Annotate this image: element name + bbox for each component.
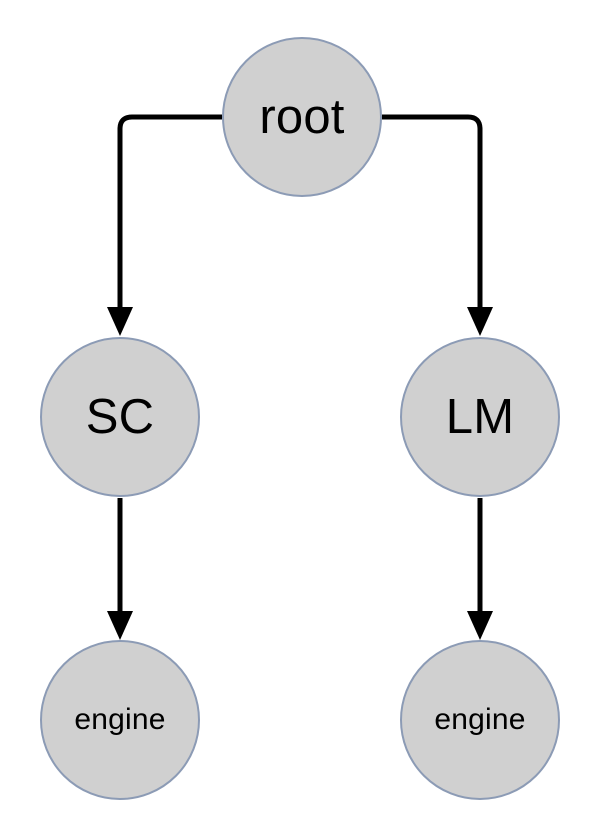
edge-root-to-lm-arrowhead <box>467 307 493 336</box>
node-engine-right-label: engine <box>434 703 526 736</box>
edge-root-to-lm-path <box>382 114 483 308</box>
edge-root-to-sc-arrowhead <box>107 307 133 336</box>
node-lm[interactable]: LM <box>400 337 560 497</box>
node-sc[interactable]: SC <box>40 337 200 497</box>
edge-sc-to-engine-left-arrowhead <box>107 611 133 640</box>
edge-sc-to-engine-left <box>107 498 133 640</box>
node-lm-label: LM <box>445 389 515 444</box>
edge-lm-to-engine-right <box>467 498 493 640</box>
node-engine-right[interactable]: engine <box>400 640 560 800</box>
edge-root-to-sc-path <box>117 114 222 308</box>
node-root[interactable]: root <box>222 37 382 197</box>
node-engine-left[interactable]: engine <box>40 640 200 800</box>
node-engine-left-label: engine <box>74 703 166 736</box>
edge-root-to-sc <box>107 114 222 336</box>
edge-lm-to-engine-right-arrowhead <box>467 611 493 640</box>
node-root-label: root <box>259 89 345 144</box>
node-sc-label: SC <box>85 389 155 444</box>
edge-root-to-lm <box>382 114 493 336</box>
